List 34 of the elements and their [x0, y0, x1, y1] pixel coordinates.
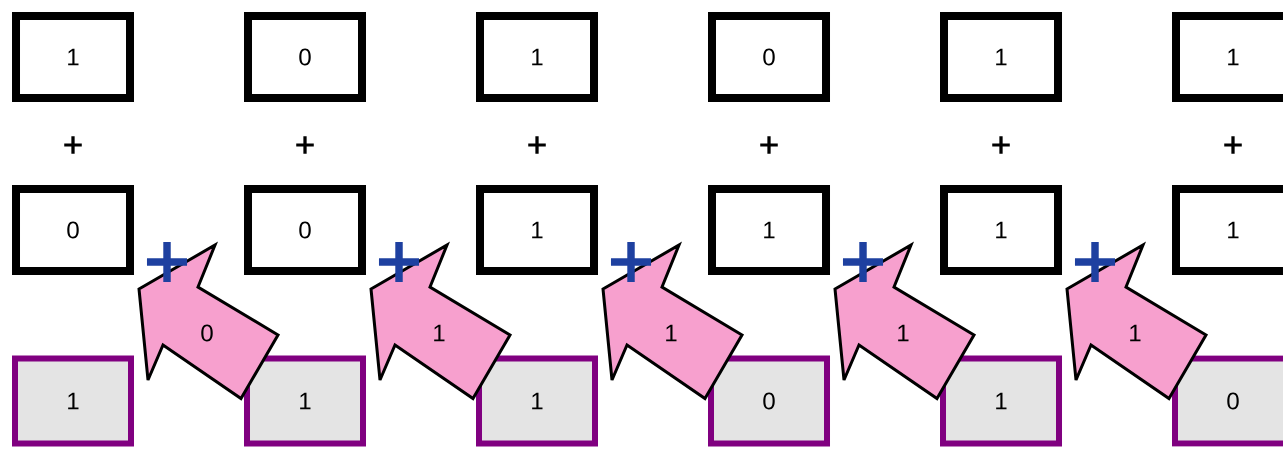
- sum-box: 1: [244, 355, 366, 447]
- plus-sign: +: [528, 136, 546, 154]
- digit-box: 0: [12, 185, 134, 275]
- digit-box: 1: [940, 185, 1062, 275]
- plus-sign: +: [1224, 136, 1242, 154]
- digit-box: 1: [1172, 12, 1283, 102]
- digit-box: 1: [940, 12, 1062, 102]
- edge-label: 1: [434, 324, 445, 342]
- digit-box: 1: [708, 185, 830, 275]
- plus-sign: +: [146, 241, 188, 283]
- sum-box: 1: [940, 355, 1062, 447]
- digit-box: 0: [244, 12, 366, 102]
- edge-label: 1: [1130, 324, 1141, 342]
- digit-box: 1: [12, 12, 134, 102]
- plus-sign: +: [610, 241, 652, 283]
- plus-sign: +: [1074, 241, 1116, 283]
- sum-box: 1: [12, 355, 134, 447]
- plus-sign: +: [64, 136, 82, 154]
- digit-box: 1: [476, 185, 598, 275]
- plus-sign: +: [296, 136, 314, 154]
- digit-box: 0: [708, 12, 830, 102]
- digit-box: 0: [244, 185, 366, 275]
- sum-box: 0: [1172, 355, 1283, 447]
- digit-box: 1: [1172, 185, 1283, 275]
- plus-sign: +: [378, 241, 420, 283]
- plus-sign: +: [760, 136, 778, 154]
- sum-box: 1: [476, 355, 598, 447]
- plus-sign: +: [992, 136, 1010, 154]
- plus-sign: +: [842, 241, 884, 283]
- sum-box: 0: [708, 355, 830, 447]
- edge-label: 1: [666, 324, 677, 342]
- edge-label: 1: [898, 324, 909, 342]
- edge-label: 0: [201, 324, 213, 342]
- digit-box: 1: [476, 12, 598, 102]
